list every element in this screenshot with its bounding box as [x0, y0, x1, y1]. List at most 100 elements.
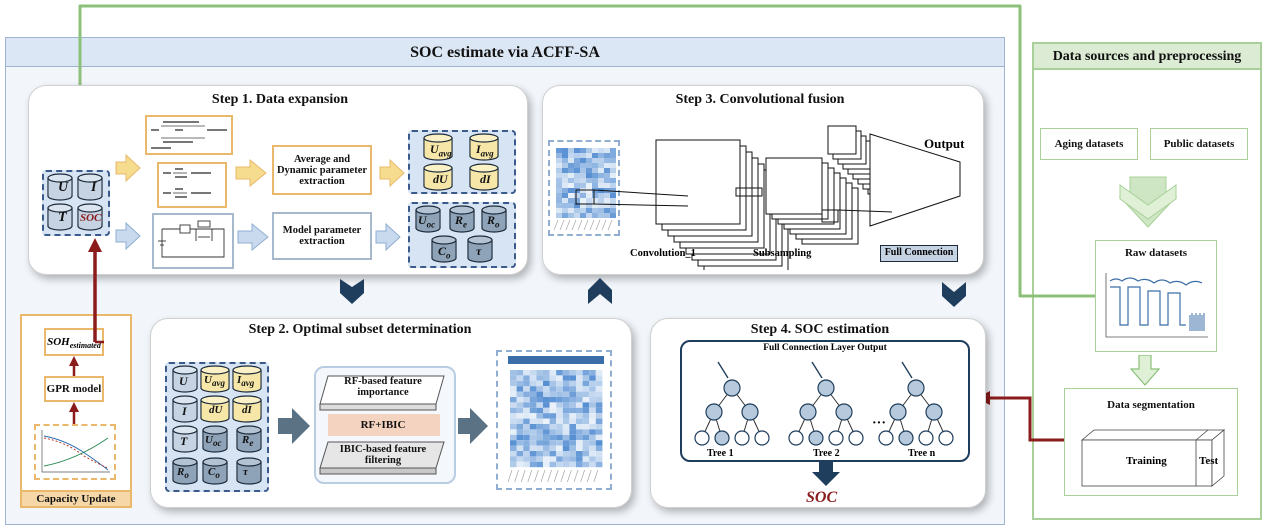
heatmap-cell: [610, 203, 616, 208]
heatmap-cell: [586, 158, 592, 163]
heatmap-cell: [574, 153, 580, 158]
heatmap-tick: [583, 219, 589, 231]
heatmap-cell: [523, 424, 530, 430]
heatmap-cell: [568, 173, 574, 178]
model-var-co: Co: [438, 244, 451, 261]
heatmap-cell: [523, 418, 530, 424]
heatmap-cell: [604, 148, 610, 153]
raw-datasets-label: Raw datasets: [1124, 247, 1188, 259]
step2-var-re: Re: [242, 434, 254, 449]
heatmap-cell: [586, 208, 592, 213]
heatmap-cell: [576, 461, 583, 468]
heatmap-cell: [576, 413, 583, 419]
formula-box-2: [157, 162, 227, 208]
heatmap-cell: [556, 173, 562, 178]
heatmap-cell: [516, 386, 524, 392]
fc-output-label: Full Connection Layer Output: [763, 343, 887, 353]
heatmap-cell: [604, 168, 610, 173]
heatmap-tick: [514, 469, 519, 483]
input-var-i: I: [91, 180, 97, 195]
heatmap-cell: [582, 429, 590, 435]
capacity-plot-box: [34, 424, 116, 480]
heatmap-cell: [580, 173, 586, 178]
heatmap-cell: [562, 183, 568, 188]
heatmap-cell: [576, 407, 583, 414]
heatmap-cell: [580, 168, 586, 173]
heatmap-cell: [598, 148, 604, 153]
heatmap-cell: [549, 397, 557, 403]
heatmap-cell: [582, 407, 590, 414]
tree-node: [741, 403, 759, 421]
heatmap-cell: [580, 183, 586, 188]
tree-input-arrow: [811, 361, 823, 379]
heatmap-cell: [529, 391, 537, 397]
heatmap-cell: [556, 397, 563, 403]
heatmap-cell: [523, 451, 530, 457]
gpr-box: GPR model: [44, 376, 104, 402]
heatmap-cell: [568, 208, 574, 213]
model-var-tau: τ: [476, 244, 482, 258]
heatmap-tick: [553, 469, 559, 483]
heatmap-cell: [610, 158, 616, 163]
heatmap-cell: [516, 461, 524, 468]
heatmap-cell: [589, 445, 596, 451]
heatmap-cell: [556, 168, 562, 173]
soc-output-label: SOC: [806, 489, 838, 506]
heatmap-cell: [529, 424, 537, 430]
heatmap-tick: [559, 219, 565, 231]
heatmap-cell: [543, 375, 550, 381]
heatmap-cell: [568, 178, 574, 183]
heatmap-cell: [556, 424, 563, 430]
fc-feature-map: [827, 125, 857, 155]
heatmap-cell: [582, 375, 590, 381]
heatmap-cell: [568, 168, 574, 173]
heatmap-tick: [571, 219, 577, 231]
step3-input-heatmap-box: [548, 140, 620, 236]
heatmap-cell: [586, 213, 592, 218]
heatmap-cell: [523, 402, 530, 408]
heatmap-cell: [598, 153, 604, 158]
heatmap-cell: [592, 203, 598, 208]
heatmap-cell: [556, 386, 563, 392]
heatmap-cell: [562, 445, 570, 451]
heatmap-cell: [529, 445, 537, 451]
heatmap-cell: [598, 203, 604, 208]
heatmap-cell: [592, 193, 598, 198]
heatmap-cell: [549, 445, 557, 451]
gpr-label: GPR model: [46, 383, 102, 395]
tree2-label: Tree 2: [813, 448, 840, 459]
heatmap-cell: [595, 445, 603, 451]
heatmap-cell: [543, 434, 550, 441]
heatmap-cell: [543, 402, 550, 408]
heatmap-cell: [549, 370, 557, 376]
heatmap-cell: [595, 434, 603, 441]
heatmap-cell: [536, 402, 543, 408]
model-var-uoc: Uoc: [418, 213, 436, 230]
data-segmentation-label: Data segmentation: [1107, 399, 1195, 411]
heatmap-cell: [543, 429, 550, 435]
heatmap-cell: [523, 391, 530, 397]
output-label: Output: [924, 136, 965, 151]
tree-leaf: [808, 430, 824, 446]
heatmap-cell: [595, 424, 603, 430]
heatmap-cell: [562, 153, 568, 158]
heatmap-cell: [562, 198, 568, 203]
heatmap-cell: [580, 208, 586, 213]
rf-ibic-slabs: [319, 375, 445, 475]
heatmap-cell: [562, 213, 568, 218]
heatmap-tick: [534, 469, 539, 483]
treen-label: Tree n: [908, 448, 936, 459]
conv-projection: [593, 189, 689, 197]
heatmap-cell: [589, 440, 596, 446]
heatmap-tick: [507, 469, 513, 483]
heatmap-cell: [580, 163, 586, 168]
heatmap-cell: [574, 183, 580, 188]
heatmap-cell: [569, 440, 576, 446]
heatmap-cell: [562, 193, 568, 198]
heatmap-cell: [576, 397, 583, 403]
heatmap-cell: [516, 407, 524, 414]
heatmap-cell: [582, 434, 590, 441]
capacity-update-bar: Capacity Update: [20, 490, 132, 508]
heatmap-cell: [589, 380, 596, 387]
heatmap-cell: [576, 429, 583, 435]
